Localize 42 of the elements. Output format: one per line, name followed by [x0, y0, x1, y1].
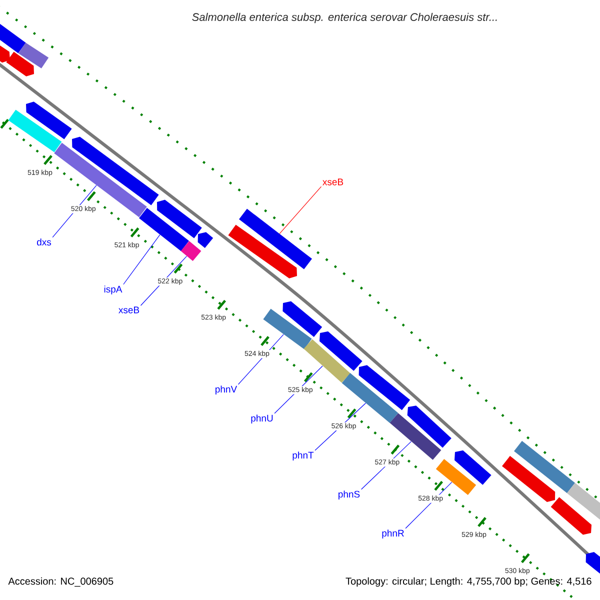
- gene-bar: [436, 459, 476, 495]
- gene-bar: [514, 440, 575, 494]
- gene-bar: [239, 208, 312, 270]
- gene-bar: [263, 308, 312, 350]
- gene-bar: [342, 373, 398, 423]
- gene-bar: [390, 413, 442, 460]
- gene-feature: [358, 365, 410, 410]
- gene-feature: [454, 450, 492, 485]
- gene-feature: [26, 102, 72, 140]
- leader-line: [279, 186, 322, 234]
- gene-bar: [304, 339, 350, 383]
- gene-bar: [566, 482, 600, 522]
- gene-label: phnT: [292, 452, 314, 460]
- gene-label: dxs: [37, 238, 52, 246]
- gene-label: phnS: [338, 490, 360, 500]
- gene-feature: [228, 224, 297, 278]
- gene-feature: [157, 200, 202, 238]
- gene-bar: [180, 241, 202, 261]
- gene-feature: [72, 136, 159, 206]
- gene-label: phnV: [216, 386, 238, 394]
- gene-bar: [8, 110, 62, 152]
- gene-feature: [586, 552, 600, 576]
- accession-text: Accession: NC_006905: [8, 577, 114, 587]
- gene-bar: [18, 42, 49, 68]
- gene-feature: [550, 497, 592, 535]
- gene-bar: [139, 208, 189, 252]
- gene-label: xseB: [118, 306, 140, 314]
- gene-feature: [6, 52, 34, 76]
- gene-feature: [407, 406, 452, 448]
- gene-feature: [502, 456, 556, 502]
- summary-text: Topology: circular; Length: 4,755,700 bp; Genes: 4,516: [346, 577, 592, 587]
- title: Salmonella enterica subsp. enterica serovar Choleraesuis str...: [192, 12, 497, 24]
- gene-label: ispA: [104, 286, 122, 294]
- gene-label: xseB: [322, 178, 344, 186]
- gene-feature: [0, 42, 10, 63]
- gene-bar: [54, 142, 147, 218]
- gene-label: phnR: [382, 530, 404, 538]
- gene-label: phnU: [251, 414, 273, 424]
- gene-feature: [320, 331, 362, 371]
- leader-line: [123, 234, 160, 285]
- gene-feature: [282, 301, 322, 337]
- gene-feature: [198, 232, 214, 248]
